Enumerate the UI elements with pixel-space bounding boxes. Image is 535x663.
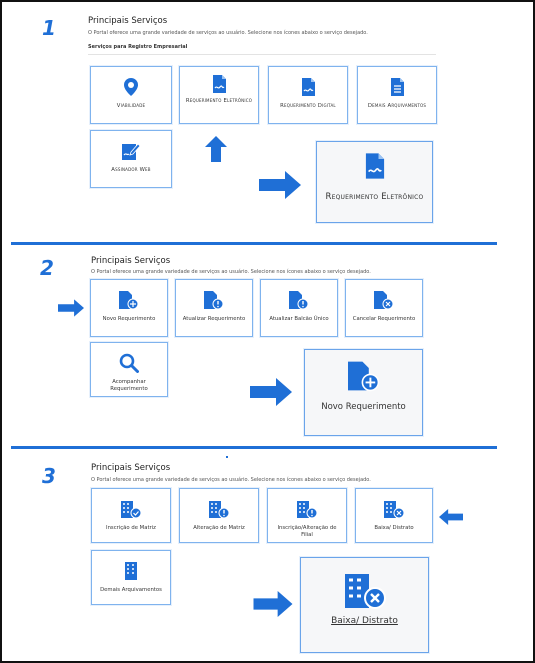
section-title: Principais Serviços [91,256,171,266]
service-card-label: Cancelar Requerimento [352,316,416,322]
document-alert-icon [288,290,310,310]
signed-document-icon [301,77,316,97]
service-card-label: Novo Requerimento [102,316,156,322]
highlight-card-label: Requerimento Eletrônico [325,192,424,202]
service-card-acompanhar-requerimento[interactable]: Acompanhar Requerimento [90,342,168,397]
building-alert-icon [296,499,318,519]
section-divider [11,446,497,449]
signed-document-icon [212,74,227,94]
highlight-card-baixa-distrato[interactable]: Baixa/ Distrato [300,557,429,653]
signed-document-icon [364,152,386,180]
service-card-label: Assinador Web [111,167,151,173]
highlight-card-label: Baixa/ Distrato [331,616,398,626]
service-card-viabilidade[interactable]: Viabilidade [90,66,172,124]
highlight-card-requerimento-eletronico[interactable]: Requerimento Eletrônico [316,141,433,223]
service-card-demais-arquivamentos[interactable]: Demais Arquivamentos [91,550,171,605]
service-card-inscricao-matriz[interactable]: Inscrição de Matriz [91,488,171,543]
document-plus-icon [346,360,382,392]
section-subtitle: O Portal oferece uma grande variedade de… [91,477,371,483]
search-icon [119,353,139,373]
service-card-label: Alteração de Matriz [193,525,245,531]
service-card-label: Acompanhar Requerimento [110,379,148,392]
document-cancel-icon [373,290,395,310]
section-title: Principais Serviços [91,463,171,473]
service-card-alteracao-matriz[interactable]: Alteração de Matriz [179,488,259,543]
section-title: Principais Serviços [88,16,168,26]
service-card-label: Inscrição de Matriz [106,525,156,531]
building-cancel-icon [383,499,405,519]
service-card-label: Baixa/ Distrato [374,525,414,531]
arrow-right-icon [58,299,84,317]
document-list-icon [390,77,405,97]
service-card-label: Viabilidade [116,103,146,109]
service-card-requerimento-eletronico[interactable]: Requerimento Eletrônico [179,66,259,124]
highlight-card-novo-requerimento[interactable]: Novo Requerimento [304,349,423,436]
arrow-up-icon [205,136,227,162]
section-subtitle: O Portal oferece uma grande variedade de… [88,30,368,36]
arrow-right-icon [259,171,301,199]
service-card-label: Inscrição/Alteração de Filial [277,525,337,538]
document-plus-icon [118,290,140,310]
step-number: 1 [42,16,56,40]
building-alert-icon [208,499,230,519]
service-card-atualizar-requerimento[interactable]: Atualizar Requerimento [175,279,253,337]
service-card-label: Demais Arquivamentos [367,103,427,109]
building-check-icon [120,499,142,519]
section-divider [11,242,497,245]
service-card-novo-requerimento[interactable]: Novo Requerimento [90,279,168,337]
service-card-inscricao-alteracao-filial[interactable]: Inscrição/Alteração de Filial [267,488,347,543]
service-card-demais-arquivamentos[interactable]: Demais Arquivamentos [357,66,437,124]
group-divider [88,54,436,55]
section-subtitle: O Portal oferece uma grande variedade de… [91,269,371,275]
arrow-right-icon [253,591,293,617]
service-card-atualizar-balcao-unico[interactable]: Atualizar Balcão Único [260,279,338,337]
service-card-assinador-web[interactable]: Assinador Web [90,130,172,188]
building-cancel-icon [343,570,387,610]
building-icon [123,561,139,581]
service-card-label: Requerimento Digital [280,103,336,109]
service-card-label: Demais Arquivamentos [100,587,162,593]
service-card-requerimento-digital[interactable]: Requerimento Digital [268,66,348,124]
step-number: 3 [42,464,56,488]
service-card-label: Atualizar Balcão Único [269,316,329,322]
arrow-right-icon [249,378,293,406]
service-card-cancelar-requerimento[interactable]: Cancelar Requerimento [345,279,423,337]
service-card-label: Requerimento Eletrônico [185,98,253,104]
document-alert-icon [203,290,225,310]
service-card-label: Atualizar Requerimento [182,316,246,322]
location-pin-icon [122,77,140,97]
highlight-card-label: Novo Requerimento [321,402,406,412]
arrow-left-icon [439,509,463,525]
step-number: 2 [40,256,54,280]
signature-pen-icon [121,141,141,161]
group-label: Serviços para Registro Empresarial [88,44,188,50]
service-card-baixa-distrato[interactable]: Baixa/ Distrato [355,488,433,543]
dot-marker [226,456,228,458]
